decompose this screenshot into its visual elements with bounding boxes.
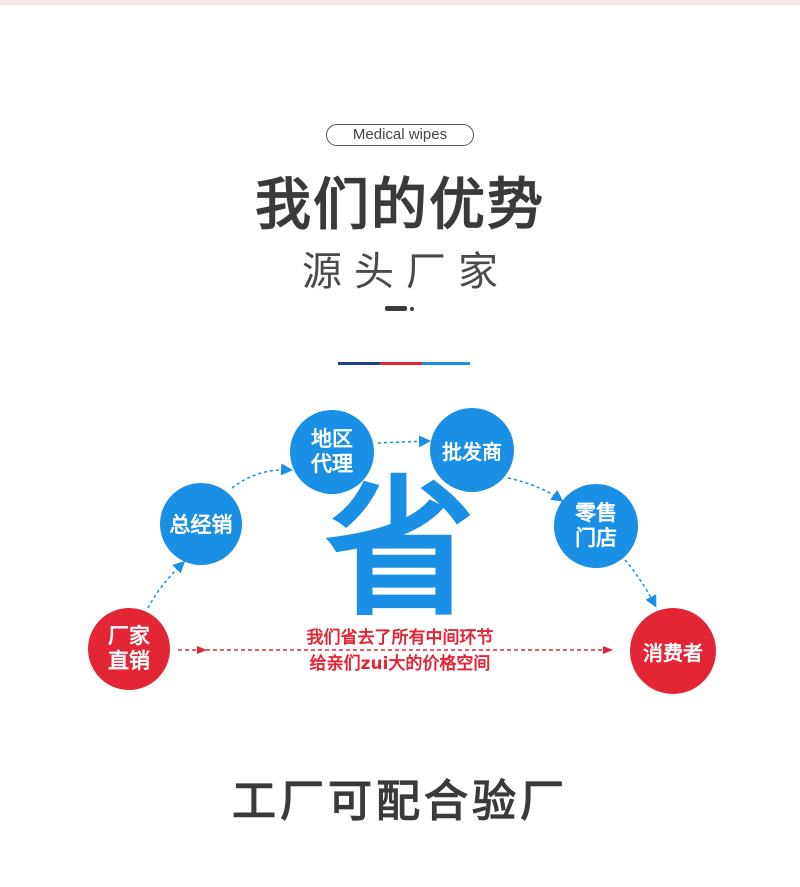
node-retail: 零售 门店 xyxy=(554,484,638,568)
page-title: 我们的优势 xyxy=(255,173,545,238)
divider-blue-right xyxy=(422,362,470,365)
node-distributor-label: 总经销 xyxy=(169,513,233,537)
node-regional: 地区 代理 xyxy=(290,410,374,494)
node-retail-line1: 零售 xyxy=(575,501,617,525)
node-factory-line2: 直销 xyxy=(108,649,150,673)
node-wholesaler-label: 批发商 xyxy=(442,439,502,464)
divider-blue-left xyxy=(338,362,380,365)
title-dot xyxy=(410,307,414,311)
top-band xyxy=(0,0,800,5)
node-consumer: 消费者 xyxy=(630,608,716,694)
title-dash xyxy=(385,306,407,311)
node-factory-line1: 厂家 xyxy=(108,624,150,648)
node-regional-line2: 代理 xyxy=(311,452,353,476)
arrow-factory-to-distributor xyxy=(147,560,186,609)
factory-audit-title: 工厂可配合验厂 xyxy=(232,776,568,827)
node-consumer-label: 消费者 xyxy=(643,640,703,665)
node-regional-line1: 地区 xyxy=(311,427,353,451)
arrow-regional-to-wholesaler xyxy=(377,435,431,448)
savings-line-1: 我们省去了所有中间环节 xyxy=(306,628,494,648)
node-distributor: 总经销 xyxy=(160,483,242,565)
divider-red-center xyxy=(380,362,422,365)
node-retail-line2: 门店 xyxy=(575,526,617,550)
arrow-retail-to-consumer xyxy=(624,559,657,608)
node-wholesaler: 批发商 xyxy=(430,408,514,492)
category-tag: Medical wipes xyxy=(326,124,474,146)
arrow-wholesaler-to-retail xyxy=(507,477,564,502)
save-character: 省 xyxy=(324,463,475,637)
page-subtitle: 源头厂家 xyxy=(302,249,510,295)
savings-line-2: 给亲们zui大的价格空间 xyxy=(309,654,491,674)
arrow-distributor-to-regional xyxy=(231,463,293,489)
node-factory: 厂家 直销 xyxy=(88,608,170,690)
